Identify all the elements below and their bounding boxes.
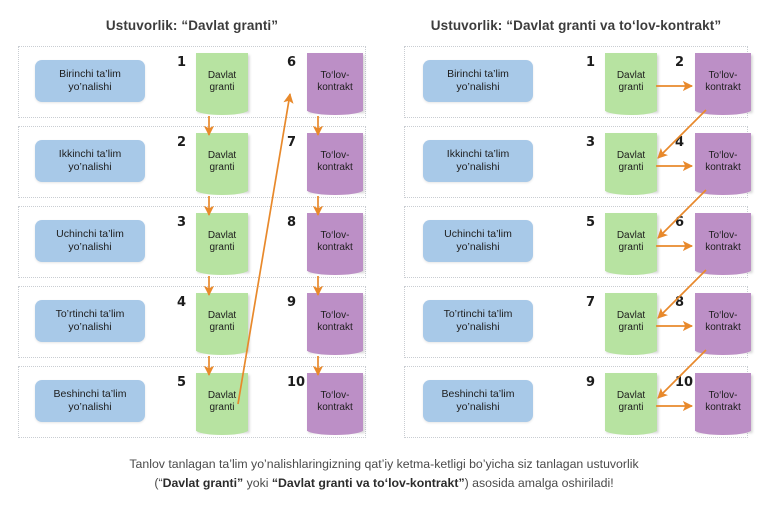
direction-box[interactable]: Birinchi ta’lim yo’nalishi <box>35 60 145 102</box>
panel-title-right: Ustuvorlik: “Davlat granti va to‘lov-kon… <box>430 18 722 33</box>
contract-box[interactable]: To‘lov- kontrakt <box>307 373 363 435</box>
grant-order-number: 3 <box>586 135 596 150</box>
grant-box[interactable]: Davlat granti <box>605 53 657 115</box>
grant-box[interactable]: Davlat granti <box>196 293 248 355</box>
grant-order-number: 4 <box>177 295 187 310</box>
caption-close-text: ) asosida amalga oshiriladi! <box>464 476 614 491</box>
direction-box[interactable]: Uchinchi ta’lim yo’nalishi <box>423 220 533 262</box>
contract-order-number: 6 <box>675 215 685 230</box>
grant-order-number: 1 <box>586 55 596 70</box>
grant-box[interactable]: Davlat granti <box>196 53 248 115</box>
table-row[interactable]: Uchinchi ta’lim yo’nalishi 5 Davlat gran… <box>404 206 751 278</box>
grant-order-number: 7 <box>586 295 596 310</box>
panel-davlat-granti: Ustuvorlik: “Davlat granti” Birinchi ta’… <box>0 0 384 450</box>
contract-box[interactable]: To‘lov- kontrakt <box>307 293 363 355</box>
contract-box[interactable]: To‘lov- kontrakt <box>307 133 363 195</box>
grant-order-number: 2 <box>177 135 187 150</box>
table-row[interactable]: Beshinchi ta’lim yo’nalishi 5 Davlat gra… <box>18 366 366 438</box>
grant-box[interactable]: Davlat granti <box>605 373 657 435</box>
contract-box[interactable]: To‘lov- kontrakt <box>307 53 363 115</box>
caption-line-1: Tanlov tanlagan ta’lim yo’nalishlaringiz… <box>129 457 639 471</box>
contract-box[interactable]: To‘lov- kontrakt <box>695 373 751 435</box>
rows-right: Birinchi ta’lim yo’nalishi 1 Davlat gran… <box>384 46 768 446</box>
contract-order-number: 2 <box>675 55 685 70</box>
rows-left: Birinchi ta’lim yo’nalishi 1 Davlat gran… <box>0 46 384 446</box>
grant-box[interactable]: Davlat granti <box>605 293 657 355</box>
caption-bold-grant: Davlat granti” <box>162 476 244 491</box>
contract-order-number: 10 <box>287 375 306 390</box>
contract-order-number: 9 <box>287 295 297 310</box>
table-row[interactable]: Uchinchi ta’lim yo’nalishi 3 Davlat gran… <box>18 206 366 278</box>
grant-order-number: 9 <box>586 375 596 390</box>
contract-order-number: 10 <box>675 375 694 390</box>
caption-line-2: (“Davlat granti” yoki “Davlat granti va … <box>0 474 768 493</box>
contract-box[interactable]: To‘lov- kontrakt <box>695 53 751 115</box>
contract-order-number: 6 <box>287 55 297 70</box>
footer-caption: Tanlov tanlagan ta’lim yo’nalishlaringiz… <box>0 455 768 493</box>
direction-box[interactable]: Birinchi ta’lim yo’nalishi <box>423 60 533 102</box>
contract-box[interactable]: To‘lov- kontrakt <box>695 213 751 275</box>
panel-title-left: Ustuvorlik: “Davlat granti” <box>105 18 279 33</box>
panel-davlat-granti-va-tolov-kontrakt: Ustuvorlik: “Davlat granti va to‘lov-kon… <box>384 0 768 450</box>
table-row[interactable]: Ikkinchi ta’lim yo’nalishi 3 Davlat gran… <box>404 126 751 198</box>
grant-order-number: 5 <box>586 215 596 230</box>
contract-box[interactable]: To‘lov- kontrakt <box>695 133 751 195</box>
table-row[interactable]: Beshinchi ta’lim yo’nalishi 9 Davlat gra… <box>404 366 751 438</box>
grant-box[interactable]: Davlat granti <box>605 213 657 275</box>
grant-order-number: 1 <box>177 55 187 70</box>
caption-open-paren: (“ <box>154 476 163 491</box>
direction-box[interactable]: To’rtinchi ta’lim yo’nalishi <box>35 300 145 342</box>
contract-box[interactable]: To‘lov- kontrakt <box>695 293 751 355</box>
table-row[interactable]: Birinchi ta’lim yo’nalishi 1 Davlat gran… <box>404 46 751 118</box>
caption-bold-grant-contract: “Davlat granti va to‘lov-kontrakt” <box>271 476 465 491</box>
grant-box[interactable]: Davlat granti <box>196 373 248 435</box>
direction-box[interactable]: Beshinchi ta’lim yo’nalishi <box>423 380 533 422</box>
contract-box[interactable]: To‘lov- kontrakt <box>307 213 363 275</box>
direction-box[interactable]: Beshinchi ta’lim yo’nalishi <box>35 380 145 422</box>
grant-box[interactable]: Davlat granti <box>605 133 657 195</box>
direction-box[interactable]: Ikkinchi ta’lim yo’nalishi <box>423 140 533 182</box>
direction-box[interactable]: To’rtinchi ta’lim yo’nalishi <box>423 300 533 342</box>
contract-order-number: 8 <box>675 295 685 310</box>
table-row[interactable]: To’rtinchi ta’lim yo’nalishi 7 Davlat gr… <box>404 286 751 358</box>
grant-box[interactable]: Davlat granti <box>196 213 248 275</box>
table-row[interactable]: To’rtinchi ta’lim yo’nalishi 4 Davlat gr… <box>18 286 366 358</box>
grant-box[interactable]: Davlat granti <box>196 133 248 195</box>
direction-box[interactable]: Uchinchi ta’lim yo’nalishi <box>35 220 145 262</box>
grant-order-number: 5 <box>177 375 187 390</box>
contract-order-number: 7 <box>287 135 297 150</box>
grant-order-number: 3 <box>177 215 187 230</box>
contract-order-number: 4 <box>675 135 685 150</box>
caption-middle-yoki: yoki <box>243 476 272 491</box>
table-row[interactable]: Birinchi ta’lim yo’nalishi 1 Davlat gran… <box>18 46 366 118</box>
direction-box[interactable]: Ikkinchi ta’lim yo’nalishi <box>35 140 145 182</box>
table-row[interactable]: Ikkinchi ta’lim yo’nalishi 2 Davlat gran… <box>18 126 366 198</box>
contract-order-number: 8 <box>287 215 297 230</box>
